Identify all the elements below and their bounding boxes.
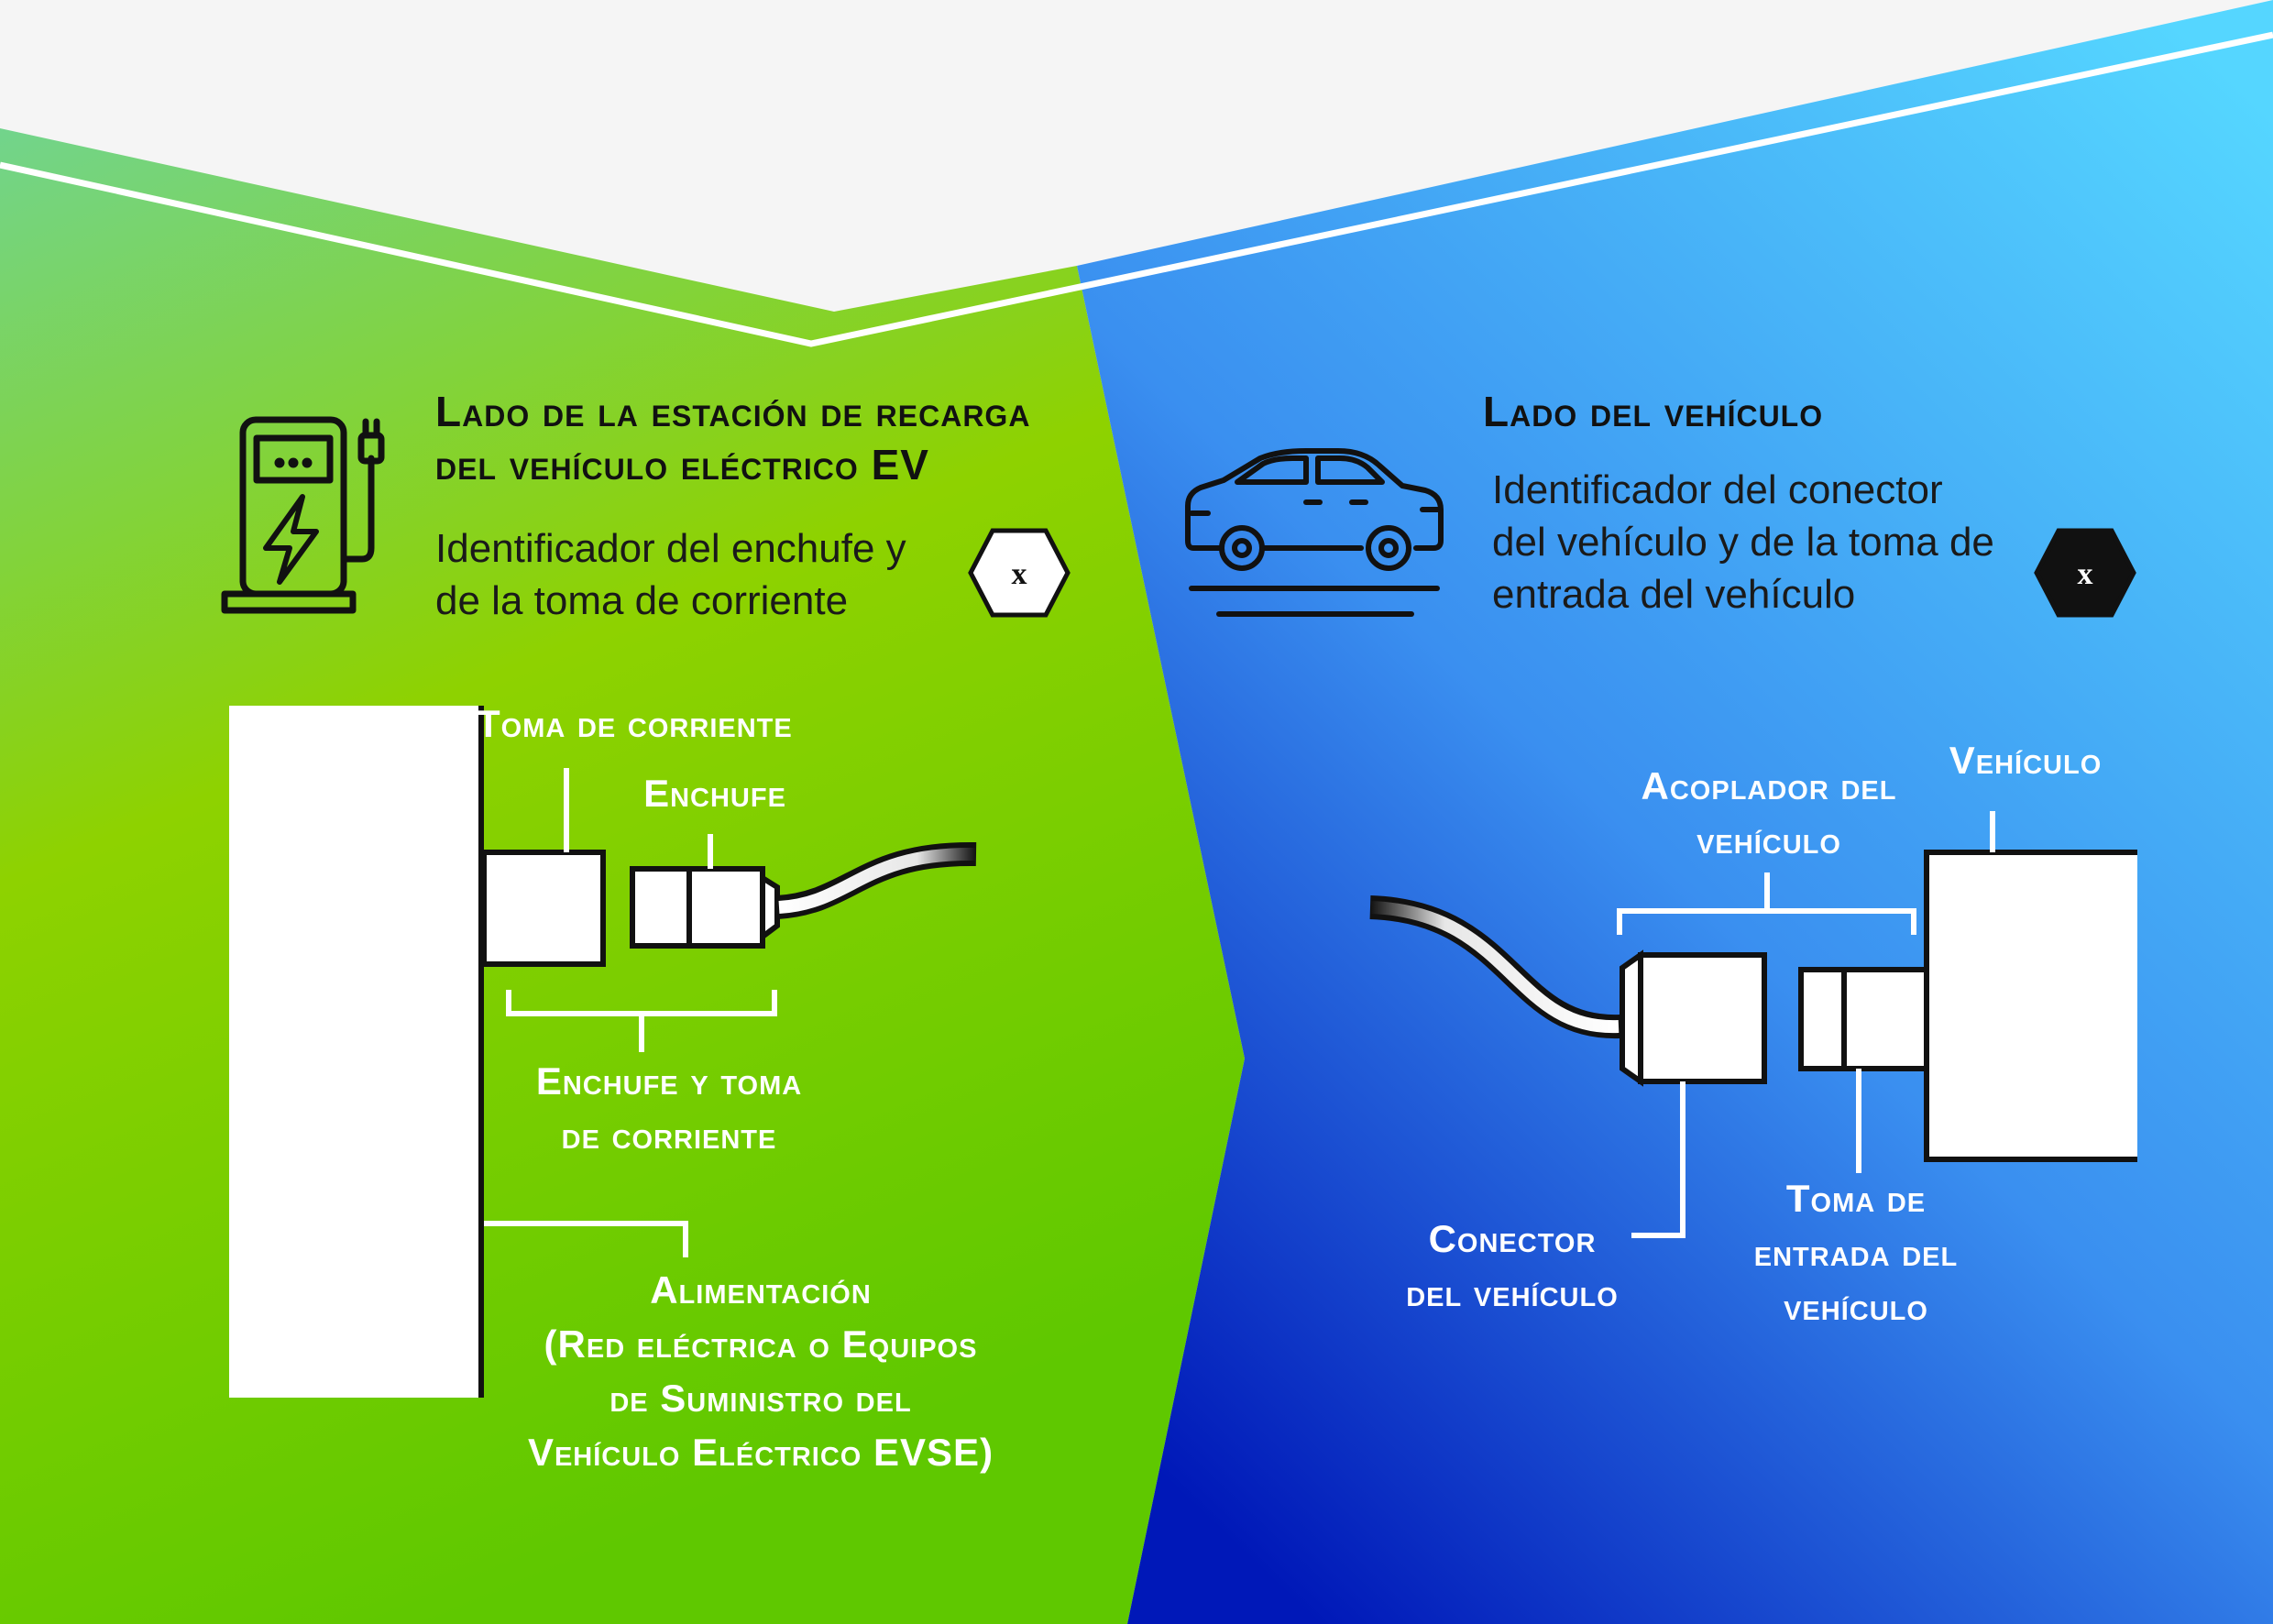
ev-charging-station-icon xyxy=(221,416,385,614)
label-power-supply: Alimentación (Red eléctrica o Equipos de… xyxy=(477,1263,1045,1479)
label-plug-and-socket: Enchufe y toma de corriente xyxy=(477,1054,862,1162)
station-badge-letter: x xyxy=(1012,557,1027,591)
label-power-supply-line: Alimentación xyxy=(650,1268,872,1311)
power-supply-box xyxy=(229,706,481,1398)
vehicle-identifier-badge: x xyxy=(2034,528,2136,618)
label-vehicle-connector-line: Conector xyxy=(1428,1217,1597,1260)
label-vehicle-connector: Conector del vehículo xyxy=(1356,1212,1668,1320)
leader-supply xyxy=(484,1221,688,1257)
header-divider-line xyxy=(0,31,2273,347)
vehicle-inlet-shape xyxy=(1798,967,1929,1071)
label-vehicle-inlet-line: entrada del xyxy=(1753,1231,1959,1274)
station-cable xyxy=(778,847,977,914)
station-heading: Lado de la estación de recarga del vehíc… xyxy=(435,385,1095,491)
vehicle-description: Identificador del conector del vehículo … xyxy=(1492,464,2060,620)
station-description-line: de la toma de corriente xyxy=(435,578,849,623)
vehicle-description-line: del vehículo y de la toma de xyxy=(1492,520,1994,565)
label-vehicle-inlet-line: vehículo xyxy=(1784,1285,1928,1328)
vehicle-cable xyxy=(1369,901,1620,1034)
car-icon xyxy=(1185,448,1444,617)
vehicle-connector-shape xyxy=(1620,949,1767,1087)
label-plug: Enchufe xyxy=(643,772,786,815)
label-plug-and-socket-line: de corriente xyxy=(561,1114,777,1157)
label-plug-and-socket-line: Enchufe y toma xyxy=(535,1059,803,1103)
label-power-supply-line: de Suministro del xyxy=(609,1377,912,1420)
label-vehicle-inlet-line: Toma de xyxy=(1785,1177,1927,1220)
vehicle-body-box xyxy=(1927,852,2137,1159)
socket-outlet-shape xyxy=(481,850,606,967)
vehicle-description-line: Identificador del conector xyxy=(1492,467,1943,512)
station-heading-line: del vehículo eléctrico EV xyxy=(435,441,929,488)
station-identifier-badge: x xyxy=(968,528,1071,618)
vehicle-heading: Lado del vehículo xyxy=(1483,388,1824,435)
leader-connector xyxy=(1631,1081,1686,1238)
label-vehicle: Vehículo xyxy=(1949,739,2103,782)
label-vehicle-coupler: Acoplador del vehículo xyxy=(1586,759,1952,867)
label-vehicle-inlet: Toma de entrada del vehículo xyxy=(1705,1171,2007,1333)
plug-shape xyxy=(630,866,780,949)
station-heading-line: Lado de la estación de recarga xyxy=(435,388,1031,435)
label-vehicle-coupler-line: Acoplador del xyxy=(1641,764,1897,807)
vehicle-badge-letter: x xyxy=(2078,557,2093,591)
vehicle-diagram xyxy=(1369,811,2137,1238)
vehicle-side-panel xyxy=(1077,0,2273,1624)
label-vehicle-coupler-line: vehículo xyxy=(1697,818,1841,861)
vehicle-description-line: entrada del vehículo xyxy=(1492,572,1856,617)
station-description: Identificador del enchufe y de la toma d… xyxy=(435,522,985,627)
label-vehicle-connector-line: del vehículo xyxy=(1406,1271,1619,1314)
label-power-supply-line: (Red eléctrica o Equipos xyxy=(544,1322,978,1366)
label-socket-outlet: Toma de corriente xyxy=(477,702,793,745)
label-power-supply-line: Vehículo Eléctrico EVSE) xyxy=(527,1431,994,1474)
station-description-line: Identificador del enchufe y xyxy=(435,526,906,571)
station-diagram xyxy=(229,706,977,1398)
